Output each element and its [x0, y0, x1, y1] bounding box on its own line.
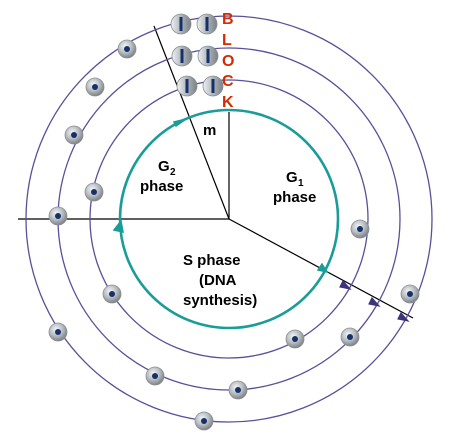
cell: [400, 284, 420, 304]
cycle-arrow-top: [172, 118, 187, 128]
cell: [285, 329, 305, 349]
cell: [84, 182, 104, 202]
cell: [145, 366, 165, 386]
orbit-arrow-outer: [397, 311, 410, 322]
label-m: m: [203, 122, 216, 139]
block-letter-l: L: [222, 32, 232, 49]
cell: [102, 284, 122, 304]
label-s-phase: S phase: [183, 252, 241, 269]
cell-cycle-ring: [118, 108, 340, 330]
cell: [340, 327, 360, 347]
block-letter-b: B: [222, 11, 234, 28]
dividing-cell-pair: [170, 13, 218, 35]
cell: [117, 39, 137, 59]
label-g2-subscript: 2: [170, 167, 176, 178]
label-g2-phase: phase: [140, 178, 183, 195]
orbit-ring-outer: [25, 15, 433, 423]
orbit-ring-inner: [89, 79, 369, 359]
cell: [85, 77, 105, 97]
dividing-cell-pair: [176, 75, 224, 97]
label-g2-letter: G: [158, 158, 170, 175]
cell: [350, 219, 370, 239]
label-synthesis: synthesis): [183, 292, 257, 309]
orbit-arrow-middle: [368, 296, 381, 307]
block-label: B L O C K: [222, 11, 234, 111]
cell: [48, 206, 68, 226]
cycle-arrow-left: [112, 219, 124, 233]
dividing-cell-pairs: [170, 13, 224, 97]
label-g1-letter: G: [286, 169, 298, 186]
cycle-arrow-right: [316, 262, 329, 274]
cells-group: [48, 39, 420, 431]
block-letter-c: C: [222, 73, 234, 90]
orbit-arrow-inner: [339, 279, 352, 290]
label-g1-subscript: 1: [298, 178, 304, 189]
dividing-cell-pair: [171, 45, 219, 67]
cell: [48, 322, 68, 342]
block-letter-o: O: [222, 53, 234, 70]
label-dna: (DNA: [199, 272, 237, 289]
block-letter-k: K: [222, 94, 234, 111]
label-g1-phase: phase: [273, 189, 316, 206]
axis-g2-boundary: [153, 25, 230, 220]
cell: [194, 411, 214, 431]
cell: [64, 125, 84, 145]
cell: [228, 380, 248, 400]
